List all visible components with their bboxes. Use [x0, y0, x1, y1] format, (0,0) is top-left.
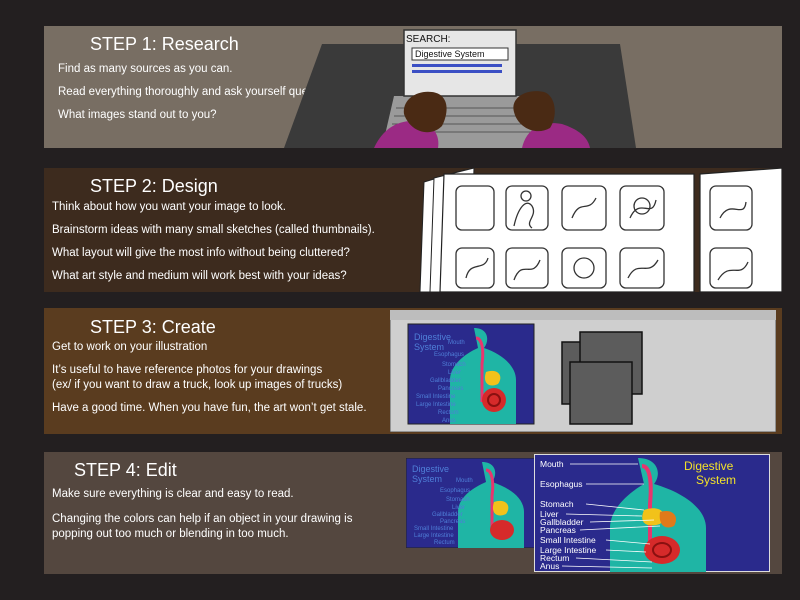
step2-panel: STEP 2: Design Think about how you want …	[44, 168, 782, 292]
step2-line-4: What art style and medium will work best…	[52, 270, 347, 282]
step3-line-3: (ex/ if you want to draw a truck, look u…	[52, 379, 343, 391]
step3-line-2: It’s useful to have reference photos for…	[52, 364, 323, 376]
step2-line-1: Think about how you want your image to l…	[52, 201, 286, 213]
edit-new-label-gallbladder: Gallbladder	[540, 517, 584, 527]
step1-title: STEP 1: Research	[90, 34, 239, 54]
step4-line-3: popping out too much or blending in too …	[52, 528, 289, 540]
step3-line-1: Get to work on your illustration	[52, 341, 208, 353]
edit-old-label-pancreas: Pancreas	[440, 519, 465, 525]
new-diagram-illustration: Digestive System Mouth Esophagus Stomach…	[534, 454, 770, 572]
edit-new-label-small-intestine: Small Intestine	[540, 535, 596, 545]
step3-panel: STEP 3: Create Get to work on your illus…	[44, 308, 782, 434]
edit-old-label-esophagus: Esophagus	[440, 488, 470, 494]
create-diagram-title-1: Digestive	[414, 332, 451, 342]
edit-new-label-rectum: Rectum	[540, 553, 569, 563]
edit-new-label-mouth: Mouth	[540, 459, 564, 469]
edit-new-label-pancreas: Pancreas	[540, 525, 576, 535]
create-label-small-intestine: Small Intestine	[416, 394, 456, 400]
edit-new-label-anus: Anus	[540, 561, 559, 571]
old-diagram-thumbnail: Digestive System Mouth Esophagus Stomach…	[406, 458, 536, 548]
edit-new-label-stomach: Stomach	[540, 499, 574, 509]
laptop-illustration: SEARCH: Digestive System	[284, 29, 636, 148]
laptop-search-label: SEARCH:	[406, 34, 450, 45]
create-label-large-intestine: Large Intestine	[416, 402, 456, 408]
create-label-anus: Anus	[442, 418, 456, 424]
edit-new-title-2: System	[696, 473, 736, 487]
laptop-search-value: Digestive System	[415, 49, 485, 59]
create-label-pancreas: Pancreas	[438, 386, 463, 392]
create-label-liver: Liver	[448, 370, 461, 376]
step4-line-2: Changing the colors can help if an objec…	[52, 513, 353, 525]
thumbnail-sketches	[419, 168, 782, 292]
step3-line-4: Have a good time. When you have fun, the…	[52, 402, 367, 414]
create-label-gallbladder: Gallbladder	[430, 378, 461, 384]
edit-new-label-liver: Liver	[540, 509, 559, 519]
create-label-mouth: Mouth	[448, 340, 465, 346]
edit-old-label-mouth: Mouth	[456, 478, 473, 484]
software-window-illustration: Digestive System Mouth Esophagus Stomach…	[390, 310, 776, 432]
edit-old-label-rectum: Rectum	[434, 540, 455, 546]
step1-line-1: Find as many sources as you can.	[58, 63, 233, 75]
edit-old-title-1: Digestive	[412, 464, 449, 474]
edit-old-label-large-intestine: Large Intestine	[414, 533, 454, 539]
edit-new-label-large-intestine: Large Intestine	[540, 545, 597, 555]
edit-old-label-gallbladder: Gallbladder	[432, 512, 463, 518]
step4-panel: STEP 4: Edit Make sure everything is cle…	[44, 452, 782, 574]
edit-old-label-small-intestine: Small Intestine	[414, 526, 454, 532]
step2-line-2: Brainstorm ideas with many small sketche…	[52, 224, 375, 236]
step3-title: STEP 3: Create	[90, 317, 216, 337]
step2-line-3: What layout will give the most info with…	[52, 247, 350, 259]
edit-old-label-liver: Liver	[452, 505, 465, 511]
step4-line-1: Make sure everything is clear and easy t…	[52, 488, 294, 500]
create-label-esophagus: Esophagus	[434, 352, 464, 358]
step1-panel: STEP 1: Research Find as many sources as…	[44, 26, 782, 148]
step1-line-3: What images stand out to you?	[58, 109, 217, 121]
create-label-rectum: Rectum	[438, 410, 459, 416]
create-label-stomach: Stomach	[442, 362, 466, 368]
edit-new-title-1: Digestive	[684, 459, 734, 473]
create-diagram-title-2: System	[414, 342, 444, 352]
step1-line-2: Read everything thoroughly and ask yours…	[58, 86, 342, 98]
edit-old-label-stomach: Stomach	[446, 497, 470, 503]
step2-title: STEP 2: Design	[90, 176, 218, 196]
edit-old-title-2: System	[412, 474, 442, 484]
step4-title: STEP 4: Edit	[74, 460, 177, 480]
edit-new-label-esophagus: Esophagus	[540, 479, 583, 489]
